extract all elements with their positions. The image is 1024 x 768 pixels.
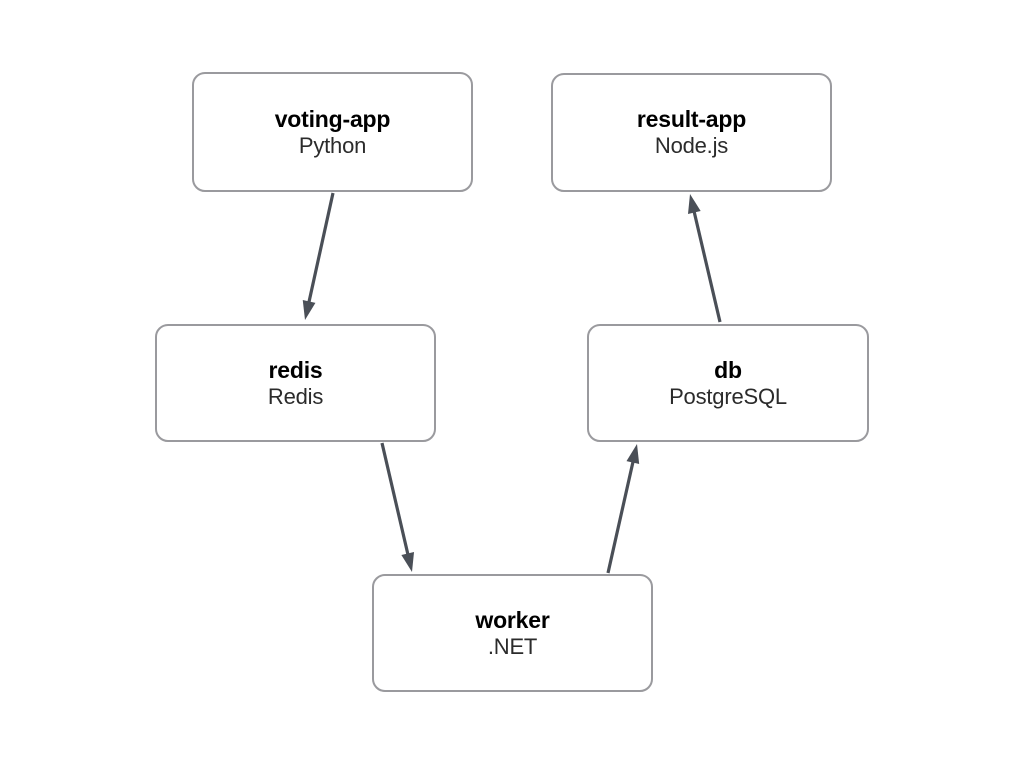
node-voting-app[interactable]: voting-app Python <box>192 72 473 192</box>
edge-line <box>380 442 411 558</box>
node-db[interactable]: db PostgreSQL <box>587 324 869 442</box>
node-title: worker <box>475 606 550 633</box>
node-title: result-app <box>636 106 747 133</box>
node-title: voting-app <box>274 105 391 132</box>
node-title: redis <box>268 356 323 383</box>
node-subtitle: PostgreSQL <box>669 383 787 409</box>
edge-arrowhead <box>688 194 701 214</box>
edge-line <box>691 208 722 323</box>
node-worker[interactable]: worker .NET <box>372 574 653 692</box>
edge-line <box>606 458 636 574</box>
edge-arrowhead <box>626 444 640 464</box>
node-subtitle: .NET <box>487 633 538 659</box>
node-redis[interactable]: redis Redis <box>155 324 436 442</box>
node-title: db <box>714 356 742 383</box>
node-subtitle: Node.js <box>654 133 729 159</box>
node-subtitle: Redis <box>267 383 324 409</box>
edge-arrowhead <box>401 552 415 572</box>
edge-line <box>306 192 335 306</box>
node-result-app[interactable]: result-app Node.js <box>551 73 832 192</box>
node-subtitle: Python <box>298 132 367 158</box>
edge-arrowhead <box>302 300 316 320</box>
